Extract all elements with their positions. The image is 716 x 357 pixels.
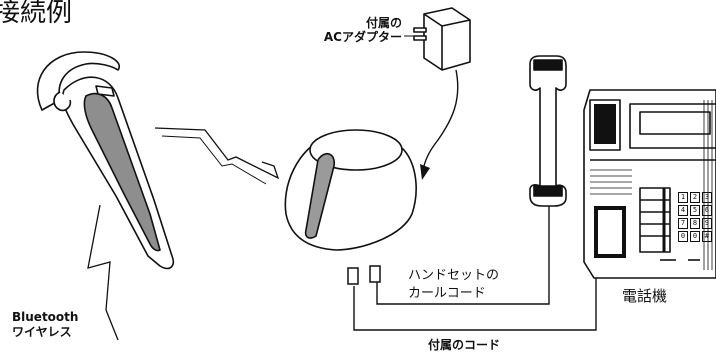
telephone-keypad: 1 2 3 4 5 6 7 8 9 0 0 # <box>678 192 712 242</box>
wireless-signal-icon <box>154 127 280 180</box>
keypad-key: 1 <box>678 192 688 203</box>
keypad-key: 6 <box>702 205 712 216</box>
keypad-key: 3 <box>702 192 712 203</box>
keypad-key: 8 <box>690 218 700 229</box>
headset-icon <box>36 51 175 270</box>
bluetooth-label-line1: Bluetooth <box>12 310 79 324</box>
keypad-key: 9 <box>702 218 712 229</box>
telephone-label: 電話機 <box>622 287 668 305</box>
ac-adapter-icon <box>413 7 471 71</box>
page-title: 接続例 <box>0 0 73 28</box>
bluetooth-label-line2: ワイヤレス <box>12 325 72 339</box>
keypad-key: # <box>702 231 712 242</box>
keypad-key: 0 <box>678 231 688 242</box>
wireless-signal-icon <box>87 204 119 341</box>
ac-adapter-label-line2: ACアダプター <box>323 30 402 44</box>
modular-plug-icon <box>369 265 381 283</box>
handset-cord-label-line2: カールコード <box>408 286 486 301</box>
keypad-key: 7 <box>678 218 688 229</box>
telephone-unit-icon <box>583 89 716 279</box>
handset-icon <box>529 55 567 207</box>
base-station-icon <box>284 129 417 251</box>
keypad-key: 2 <box>690 192 700 203</box>
handset-coil-cord <box>376 206 550 305</box>
keypad-key: 0 <box>690 231 700 242</box>
modular-plug-icon <box>347 267 359 285</box>
handset-cord-label-line1: ハンドセットの <box>408 268 500 283</box>
included-cord <box>353 278 597 331</box>
ac-adapter-label-line1: 付属の <box>365 16 402 30</box>
keypad-key: 4 <box>678 205 688 216</box>
keypad-key: 5 <box>690 205 700 216</box>
included-cord-label: 付属のコード <box>427 338 500 352</box>
